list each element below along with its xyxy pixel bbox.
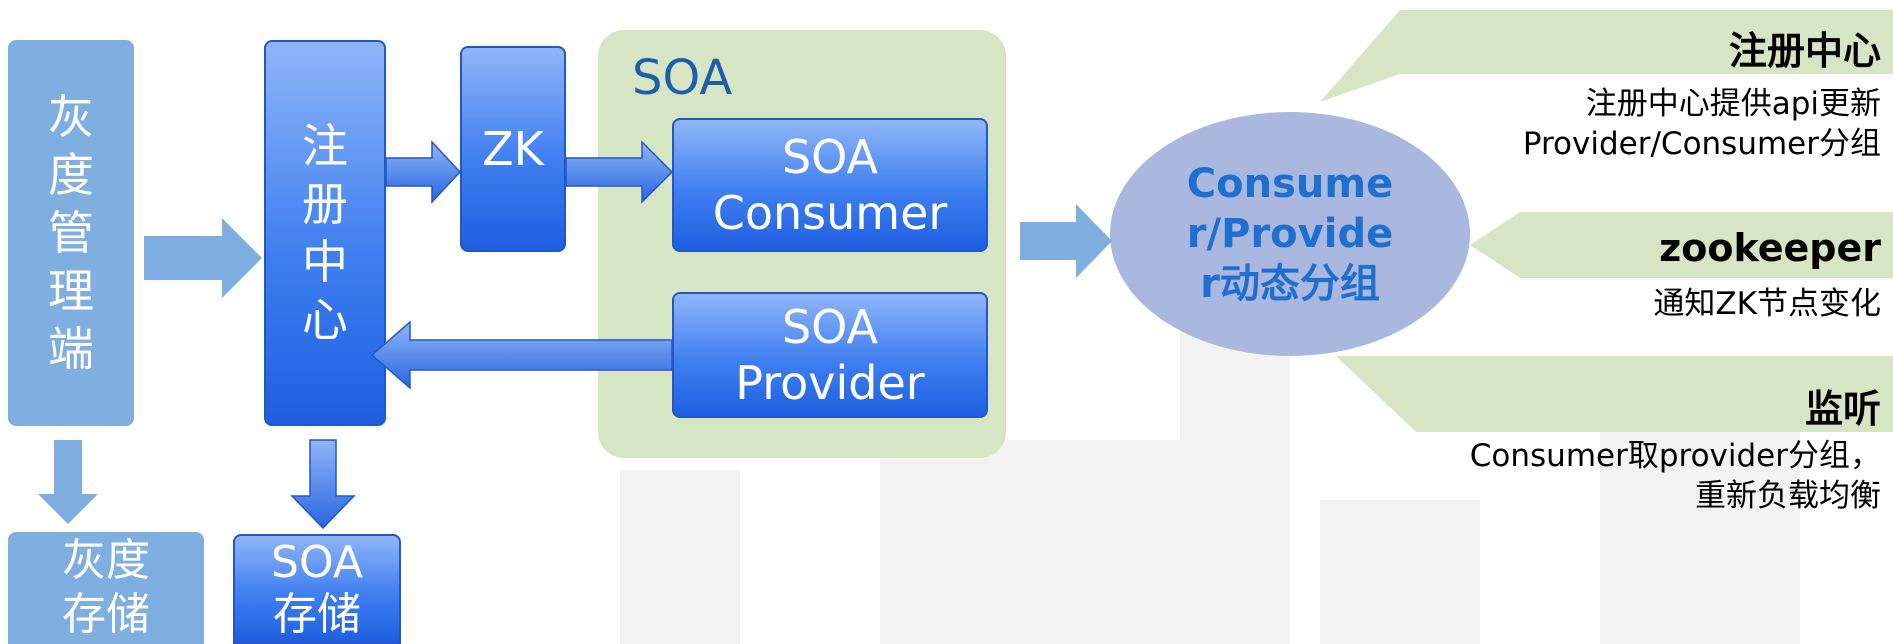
background-building	[1600, 400, 1800, 644]
soa-provider-label: SOA Provider	[735, 300, 925, 410]
dynamic-grouping-ellipse: Consume r/Provide r动态分组	[1110, 112, 1470, 356]
registry-label: 注册中心	[302, 119, 348, 347]
arrow-zk-to-consumer	[565, 140, 674, 204]
arrow-soa-to-grouping	[1020, 204, 1112, 278]
soa-panel-title: SOA	[632, 50, 733, 106]
zk-box: ZK	[460, 46, 566, 252]
callout-band-1	[1320, 10, 1893, 102]
arrow-registry-to-zk	[385, 140, 462, 204]
registry-box: 注册中心	[264, 40, 386, 426]
callout-title-zookeeper: zookeeper	[1659, 226, 1881, 270]
arrow-admin-to-gray-storage	[38, 440, 98, 524]
callout-desc-registry: 注册中心提供api更新 Provider/Consumer分组	[1522, 86, 1881, 162]
dynamic-grouping-label: Consume r/Provide r动态分组	[1186, 161, 1394, 307]
callout-title-listen: 监听	[1804, 387, 1881, 431]
background-building	[620, 470, 740, 644]
soa-consumer-label: SOA Consumer	[712, 130, 948, 240]
arrow-admin-to-registry	[144, 218, 262, 298]
zk-label: ZK	[482, 122, 544, 176]
background-building	[1180, 320, 1290, 644]
callout-band-2	[1470, 212, 1893, 278]
soa-storage-label: SOA 存储	[271, 537, 363, 640]
callout-desc-listen: Consumer取provider分组， 重新负载均衡	[1469, 438, 1881, 514]
background-building	[880, 440, 1180, 644]
callout-title-registry: 注册中心	[1728, 29, 1881, 73]
arrow-registry-to-soa-storage	[290, 439, 356, 530]
gray-admin-box: 灰度管理端	[8, 40, 134, 426]
soa-storage-box: SOA 存储	[233, 534, 401, 644]
callout-band-3	[1336, 356, 1893, 432]
background-building	[1320, 500, 1480, 644]
gray-storage-label: 灰度 存储	[62, 535, 150, 640]
callout-desc-zookeeper: 通知ZK节点变化	[1653, 286, 1881, 322]
soa-consumer-box: SOA Consumer	[672, 118, 988, 252]
gray-storage-box: 灰度 存储	[8, 532, 204, 644]
gray-admin-label: 灰度管理端	[48, 90, 94, 376]
arrow-provider-to-registry	[370, 320, 673, 390]
soa-provider-box: SOA Provider	[672, 292, 988, 418]
